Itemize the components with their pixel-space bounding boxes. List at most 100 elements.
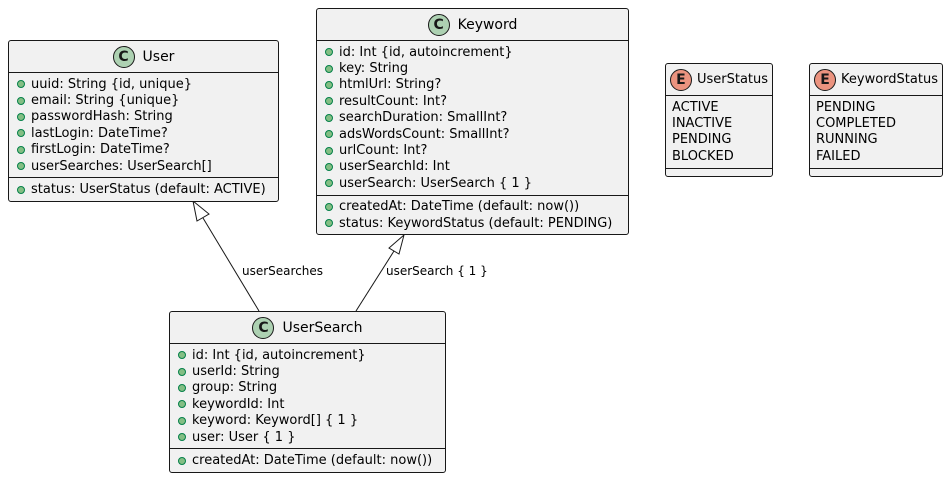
class-user-fields: uuid: String {id, unique} email: String … [9, 73, 278, 179]
enum-value: COMPLETED [816, 116, 896, 132]
field-row: group: String [178, 380, 445, 396]
public-visibility-icon [325, 48, 333, 57]
field-row: userSearches: UserSearch[] [17, 158, 278, 174]
public-visibility-icon [325, 97, 333, 106]
class-keyword: C Keyword id: Int {id, autoincrement} ke… [316, 8, 629, 235]
field-text: resultCount: Int? [339, 93, 447, 109]
public-visibility-icon [178, 433, 186, 442]
public-visibility-icon [325, 130, 333, 139]
field-text: user: User { 1 } [192, 429, 296, 445]
method-text: status: UserStatus (default: ACTIVE) [31, 182, 266, 198]
field-text: id: Int {id, autoincrement} [339, 44, 513, 60]
enum-value: PENDING [816, 99, 876, 115]
field-text: userSearch: UserSearch { 1 } [339, 175, 533, 191]
public-visibility-icon [17, 112, 25, 121]
public-visibility-icon [325, 146, 333, 155]
public-visibility-icon [325, 162, 333, 171]
field-row: urlCount: Int? [325, 142, 628, 158]
relation-label-user-search: userSearch { 1 } [386, 264, 488, 278]
public-visibility-icon [325, 80, 333, 89]
field-text: key: String [339, 61, 409, 77]
field-text: group: String [192, 380, 278, 396]
public-visibility-icon [17, 129, 25, 138]
field-row: adsWordsCount: SmallInt? [325, 126, 628, 142]
inheritance-arrowhead-keyword [388, 233, 405, 255]
public-visibility-icon [178, 416, 186, 425]
enum-value: PENDING [672, 132, 732, 148]
field-text: searchDuration: SmallInt? [339, 110, 508, 126]
relation-label-user-searches: userSearches [242, 264, 324, 278]
public-visibility-icon [325, 64, 333, 73]
enum-stereotype-icon: E [814, 68, 837, 91]
method-text: createdAt: DateTime (default: now()) [339, 199, 580, 215]
field-row: passwordHash: String [17, 109, 278, 125]
field-row: userId: String [178, 363, 445, 379]
method-row: createdAt: DateTime (default: now()) [325, 199, 628, 215]
field-row: user: User { 1 } [178, 429, 445, 445]
public-visibility-icon [178, 351, 186, 360]
enum-name: KeywordStatus [841, 72, 938, 87]
field-row: searchDuration: SmallInt? [325, 110, 628, 126]
public-visibility-icon [178, 367, 186, 376]
field-text: urlCount: Int? [339, 143, 428, 159]
field-row: htmlUrl: String? [325, 77, 628, 93]
public-visibility-icon [17, 185, 25, 194]
field-text: uuid: String {id, unique} [31, 76, 193, 92]
public-visibility-icon [17, 162, 25, 171]
relation-line-usersearch-user [202, 217, 260, 312]
field-text: userSearches: UserSearch[] [31, 158, 212, 174]
field-row: resultCount: Int? [325, 93, 628, 109]
field-text: userId: String [192, 364, 280, 380]
class-user-search-header: C UserSearch [170, 312, 445, 344]
public-visibility-icon [178, 400, 186, 409]
enum-stereotype-icon: E [669, 68, 692, 91]
class-stereotype-icon: C [427, 13, 450, 36]
class-user: C User uuid: String {id, unique} email: … [8, 40, 279, 202]
public-visibility-icon [325, 179, 333, 188]
class-user-methods: status: UserStatus (default: ACTIVE) [9, 178, 278, 200]
class-keyword-header: C Keyword [317, 9, 628, 41]
public-visibility-icon [325, 113, 333, 122]
enum-value: INACTIVE [672, 116, 733, 132]
class-user-header: C User [9, 41, 278, 73]
field-text: htmlUrl: String? [339, 77, 442, 93]
enum-keyword-status-header: E KeywordStatus [810, 64, 942, 96]
enum-keyword-status: E KeywordStatus PENDING COMPLETED RUNNIN… [809, 63, 943, 177]
class-user-search-methods: createdAt: DateTime (default: now()) [170, 449, 445, 471]
public-visibility-icon [325, 202, 333, 211]
method-row: status: UserStatus (default: ACTIVE) [17, 181, 278, 197]
enum-value: FAILED [816, 148, 861, 164]
field-row: userSearchId: Int [325, 159, 628, 175]
enum-value: BLOCKED [672, 148, 734, 164]
class-keyword-fields: id: Int {id, autoincrement} key: String … [317, 41, 628, 196]
class-name: User [142, 48, 175, 65]
class-name: Keyword [457, 16, 518, 33]
relation-line-usersearch-keyword [355, 250, 395, 312]
field-text: keyword: Keyword[] { 1 } [192, 413, 359, 429]
field-row: keyword: Keyword[] { 1 } [178, 413, 445, 429]
public-visibility-icon [178, 456, 186, 465]
class-name: UserSearch [282, 319, 363, 336]
field-row: userSearch: UserSearch { 1 } [325, 175, 628, 191]
field-row: id: Int {id, autoincrement} [325, 44, 628, 60]
class-user-search-fields: id: Int {id, autoincrement} userId: Stri… [170, 344, 445, 450]
method-text: createdAt: DateTime (default: now()) [192, 453, 433, 469]
public-visibility-icon [17, 96, 25, 105]
inheritance-arrowhead-user [192, 199, 210, 222]
field-text: lastLogin: DateTime? [31, 125, 168, 141]
field-text: keywordId: Int [192, 396, 285, 412]
field-text: adsWordsCount: SmallInt? [339, 126, 510, 142]
public-visibility-icon [178, 383, 186, 392]
public-visibility-icon [17, 145, 25, 154]
field-row: email: String {unique} [17, 92, 278, 108]
enum-user-status-header: E UserStatus [666, 64, 772, 96]
field-row: keywordId: Int [178, 396, 445, 412]
field-text: id: Int {id, autoincrement} [192, 347, 366, 363]
field-row: uuid: String {id, unique} [17, 76, 278, 92]
class-user-search: C UserSearch id: Int {id, autoincrement}… [169, 311, 446, 473]
field-text: email: String {unique} [31, 93, 180, 109]
public-visibility-icon [17, 80, 25, 89]
field-text: firstLogin: DateTime? [31, 142, 170, 158]
enum-user-status: E UserStatus ACTIVE INACTIVE PENDING BLO… [665, 63, 773, 177]
